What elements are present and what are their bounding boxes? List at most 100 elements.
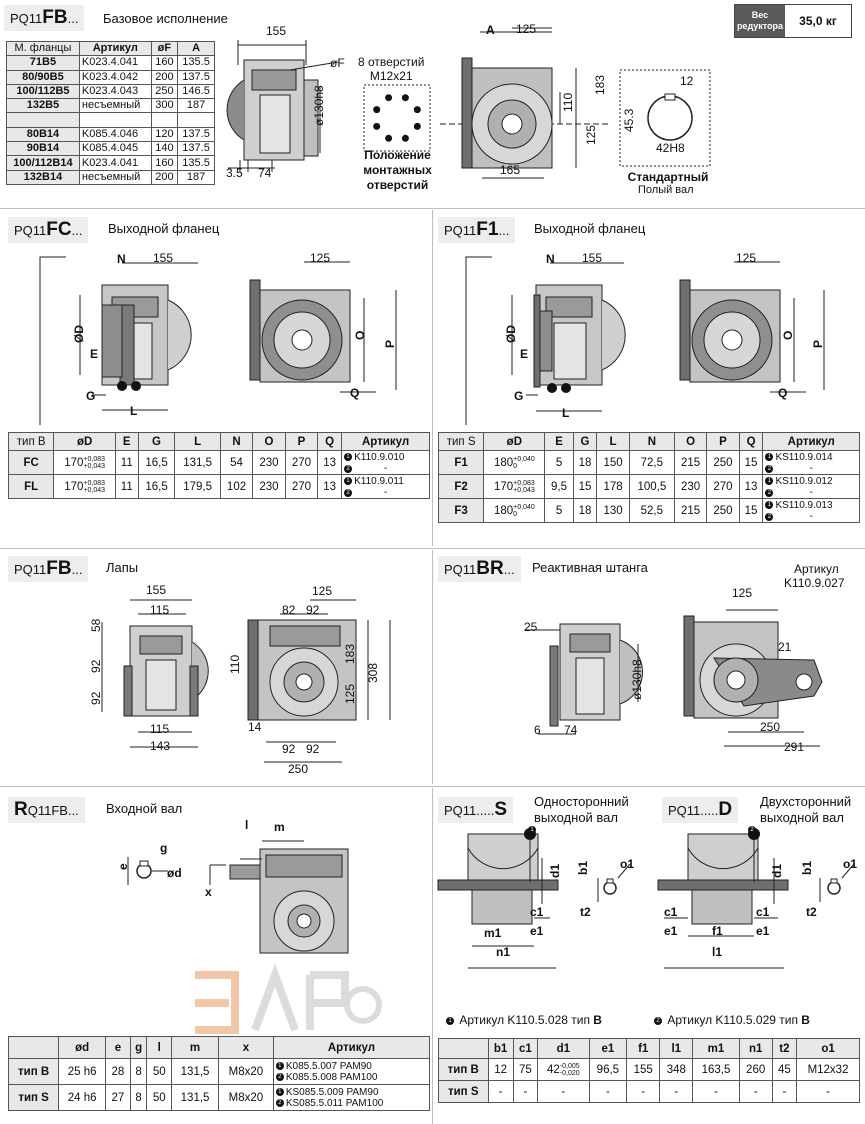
col-a: A — [177, 40, 215, 57]
cell-f1: - — [626, 1080, 661, 1103]
col-g: G — [137, 432, 176, 451]
br-dim-74: 74 — [564, 723, 578, 737]
col-p: P — [284, 432, 319, 451]
cell-a: 146.5 — [177, 83, 215, 100]
cell-of: 300 — [150, 98, 179, 114]
cell-d: 24 h6 — [58, 1084, 107, 1111]
cell-n: 52,5 — [628, 498, 675, 523]
logo-watermark — [195, 963, 382, 1034]
fb-shaft-drawing — [619, 69, 711, 167]
col-g: G — [572, 432, 598, 451]
cell-flange: 100/112B14 — [6, 155, 80, 171]
feet-dim-92d: 92 — [282, 742, 296, 756]
cell-d-value: 170 — [64, 456, 84, 469]
col-flange: М. фланцы — [6, 40, 80, 57]
col-e1: e1 — [588, 1038, 628, 1059]
col-l1: l1 — [659, 1038, 694, 1059]
article-2: - — [809, 510, 813, 522]
feet-suffix: ... — [71, 561, 83, 577]
br-dim-25: 25 — [524, 620, 538, 634]
col-o: O — [252, 432, 286, 451]
ss-dim-e1: e1 — [530, 924, 544, 938]
cell-d-tolerance: +0,083+0,043 — [83, 456, 105, 470]
f1-front-drawing — [679, 261, 825, 393]
cell-q: 15 — [738, 498, 764, 523]
cell-type: тип S — [7, 1084, 60, 1111]
sd-dim-l1: l1 — [712, 945, 723, 959]
br-dim-o130: ø130h8 — [630, 659, 644, 700]
col-n: N — [628, 432, 675, 451]
cell-l: 50 — [146, 1084, 173, 1111]
article-2: - — [809, 486, 813, 498]
col-article: Артикул — [78, 40, 152, 57]
cell-a: 137.5 — [177, 126, 215, 143]
f1-dim-125: 125 — [736, 251, 757, 265]
cell-d-value: 180 — [493, 504, 514, 517]
cell-p: 250 — [706, 450, 740, 475]
tol-down: 0 — [513, 510, 518, 518]
col-type — [7, 1036, 60, 1059]
fb-holes-title: 8 отверстий M12x21 — [358, 55, 425, 83]
fc-dim-d: ØD — [72, 325, 86, 343]
mounting-hole — [373, 106, 381, 114]
fb-dim-155: 155 — [266, 24, 287, 38]
sd-bullet-2: 2 — [748, 822, 758, 836]
cell-a: 137.5 — [177, 141, 215, 157]
cell-g: 18 — [572, 450, 598, 475]
cell-p: 250 — [706, 498, 740, 523]
cell-m: 131,5 — [171, 1084, 219, 1111]
fb-holes-drawing — [363, 84, 431, 152]
tol-up: +0,040 — [513, 503, 535, 511]
fb-dim-110: 110 — [561, 92, 575, 112]
article-2: - — [383, 486, 388, 498]
fc-dim-q: Q — [350, 386, 360, 400]
cell-of: 120 — [150, 126, 179, 143]
cell-g: 8 — [129, 1058, 148, 1085]
fb-dim-453: 45.3 — [622, 108, 636, 132]
fc-front-drawing — [249, 261, 397, 393]
col-of: øF — [150, 40, 179, 57]
article-1: KS110.9.012 — [775, 475, 833, 487]
cell-flange: 100/112B5 — [6, 83, 80, 100]
feet-side-drawing — [101, 599, 209, 748]
cell-type: F2 — [437, 474, 485, 499]
fb-holes-caption: Положение монтажных отверстий — [363, 148, 432, 192]
article-1: K085.5.007 PAM90 — [285, 1060, 372, 1072]
cell-of: 200 — [150, 69, 179, 85]
fb-shaft-sub: Полый вал — [638, 184, 694, 196]
cell-l: 179,5 — [174, 474, 221, 499]
rq-dim-e: e — [116, 863, 130, 870]
rq-key-drawing — [127, 857, 168, 885]
cell-g: 18 — [572, 498, 598, 523]
fc-dim-e: E — [90, 347, 99, 361]
fb-side-drawing — [226, 40, 339, 172]
f1-dim-o: O — [781, 330, 795, 340]
cell-e1: - — [588, 1080, 628, 1103]
br-prefix: PQ11 — [444, 561, 477, 577]
col-article: Артикул — [272, 1036, 431, 1059]
f1-prefix: PQ11 — [444, 222, 477, 238]
feet-dim-110: 110 — [228, 654, 242, 674]
fb-prefix: PQ11 — [10, 10, 43, 26]
col-article: Артикул — [762, 432, 860, 451]
rq-desc: Входной вал — [106, 801, 183, 816]
cell-l: 50 — [146, 1058, 173, 1085]
cell-of: 200 — [150, 169, 179, 185]
cell-a: 135.5 — [177, 155, 215, 171]
feet-dim-155: 155 — [146, 583, 167, 597]
fc-dim-o: O — [353, 330, 367, 340]
cell-q: 13 — [317, 450, 343, 475]
table-row: тип S---------- — [438, 1080, 860, 1103]
sd-drawing — [657, 828, 855, 969]
ss-dim-o1: o1 — [620, 857, 635, 871]
cell-article: K023.4.042 — [78, 69, 152, 85]
rq-dim-od: ød — [167, 866, 182, 880]
col-t2: t2 — [771, 1038, 798, 1059]
cell-d: 25 h6 — [58, 1058, 107, 1085]
